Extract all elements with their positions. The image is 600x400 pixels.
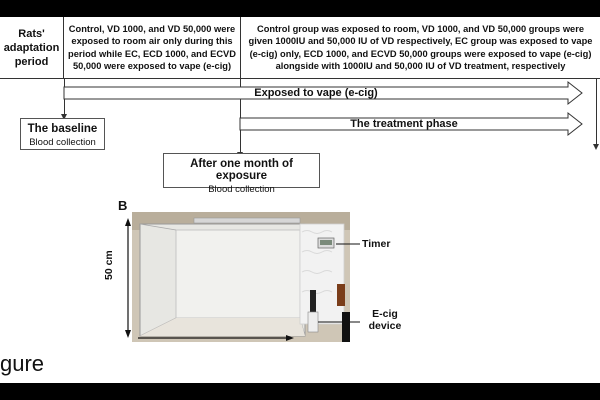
panel-letter-b: B [118, 198, 128, 213]
chamber-illustration [132, 212, 350, 342]
height-arrow-top-head [125, 218, 131, 226]
baseline-box: The baseline Blood collection [20, 118, 105, 150]
adaptation-period-cell: Rats' adaptation period [0, 17, 64, 79]
treatment-description-cell: Control group was exposed to room, VD 10… [241, 17, 600, 79]
ecig-device-label: E-cig device [368, 308, 402, 332]
month-exposure-subtitle: Blood collection [208, 184, 275, 195]
timer-label: Timer [362, 238, 391, 250]
end-timeline-line [596, 79, 597, 145]
vape-exposure-label: Exposed to vape (e-cig) [254, 87, 378, 99]
first-period-text: Control, VD 1000, and VD 50,000 were exp… [68, 23, 236, 72]
treatment-description-text: Control group was exposed to room, VD 10… [248, 23, 593, 72]
baseline-subtitle: Blood collection [29, 137, 96, 148]
first-period-cell: Control, VD 1000, and VD 50,000 were exp… [64, 17, 241, 79]
month-exposure-box: After one month of exposure Blood collec… [163, 153, 320, 195]
figure-caption-fragment: gure [0, 351, 45, 376]
top-black-bar [0, 0, 600, 17]
month-exposure-title: After one month of exposure [190, 158, 293, 182]
height-arrow-bottom-head [125, 330, 131, 338]
timeline-table: Rats' adaptation period Control, VD 1000… [0, 17, 600, 79]
baseline-title: The baseline [27, 123, 98, 135]
height-label: 50 cm [103, 250, 115, 280]
adaptation-period-text: Rats' adaptation period [3, 27, 60, 68]
exposure-chamber-photo [132, 212, 350, 342]
bottom-black-bar [0, 383, 600, 400]
treatment-phase-label: The treatment phase [350, 118, 458, 130]
